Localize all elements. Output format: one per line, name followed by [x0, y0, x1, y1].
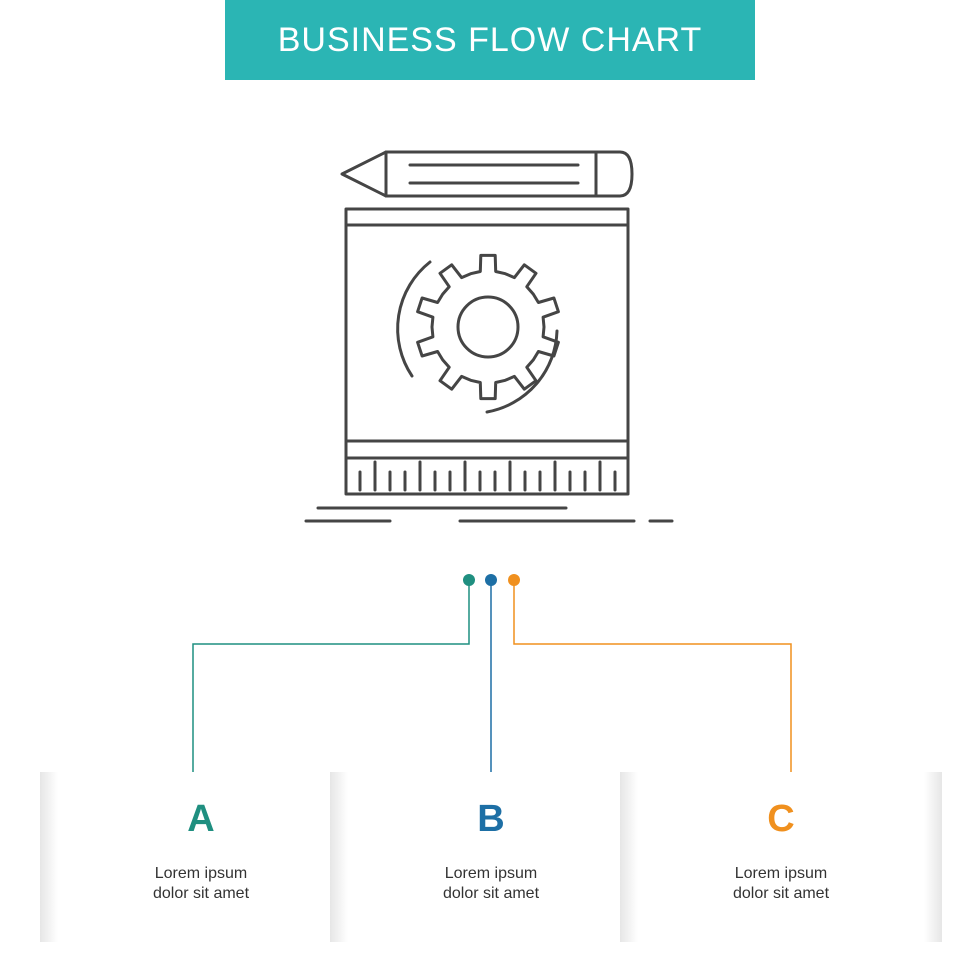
ruler-icon [344, 439, 630, 496]
step-text-a-line1: Lorem ipsum [154, 865, 248, 882]
connector-dot-b [485, 574, 497, 586]
step-text-c-line1: Lorem ipsum [734, 865, 828, 882]
step-card-a: A Lorem ipsum dolor sit amet [40, 772, 362, 942]
step-text-b: Lorem ipsum dolor sit amet [330, 864, 652, 904]
step-text-c-line2: dolor sit amet [732, 885, 830, 902]
pencil-icon [340, 150, 634, 198]
connector-a [192, 580, 470, 782]
connector-dot-c [508, 574, 520, 586]
ground-lines [304, 506, 674, 523]
step-letter-c: C [767, 798, 795, 840]
title-banner: BUSINESS FLOW CHART [225, 0, 755, 80]
blueprint-board-icon [344, 207, 630, 443]
connector-c [513, 580, 792, 782]
connector-dot-a [463, 574, 475, 586]
step-text-c: Lorem ipsum dolor sit amet [620, 864, 942, 904]
step-card-b: B Lorem ipsum dolor sit amet [330, 772, 652, 942]
step-text-b-line2: dolor sit amet [442, 885, 540, 902]
page-title: BUSINESS FLOW CHART [277, 20, 703, 59]
step-text-a: Lorem ipsum dolor sit amet [40, 864, 362, 904]
step-text-a-line2: dolor sit amet [152, 885, 250, 902]
step-text-b-line1: Lorem ipsum [444, 865, 538, 882]
connectors [192, 580, 792, 782]
step-card-c: C Lorem ipsum dolor sit amet [620, 772, 942, 942]
step-letter-a: A [187, 798, 215, 840]
step-letter-b: B [477, 798, 505, 840]
gear-icon [396, 253, 560, 414]
blueprint-gear-pencil-ruler-icon [304, 150, 674, 523]
